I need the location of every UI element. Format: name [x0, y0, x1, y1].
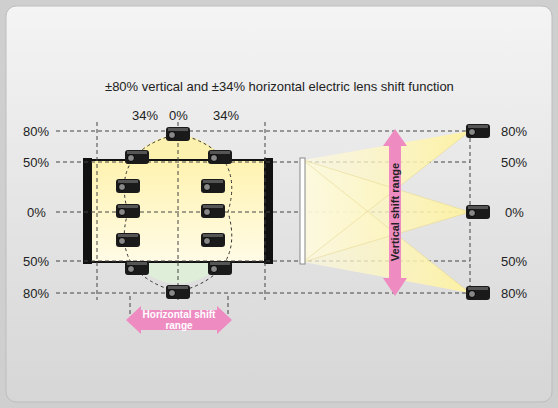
projector-top [468, 125, 488, 128]
projector-top [203, 205, 223, 208]
projector-icon [208, 150, 232, 164]
vertical-percent: 50% [501, 254, 527, 269]
horizontal-percent: 34% [132, 108, 158, 123]
projector-top [168, 128, 188, 131]
projector-top [127, 262, 147, 265]
projector-lens [204, 238, 211, 245]
projector-lens [119, 238, 126, 245]
vertical-percent: 50% [23, 155, 49, 170]
projector-lens [128, 266, 135, 273]
projector-top [468, 287, 488, 290]
vertical-percent: 80% [501, 286, 527, 301]
projector-lens [204, 209, 211, 216]
shift-range-arrow: Vertical shift range [389, 148, 401, 276]
title: ±80% vertical and ±34% horizontal electr… [105, 79, 454, 94]
projector-icon [116, 204, 140, 218]
shift-range-arrow: Horizontal shift range [141, 309, 217, 331]
projector-icon [201, 204, 225, 218]
projector-icon [166, 127, 190, 141]
projector-top [127, 151, 147, 154]
projector-icon [201, 179, 225, 193]
projector-lens [211, 155, 218, 162]
projector-icon [116, 179, 140, 193]
horizontal-percent: 34% [213, 108, 239, 123]
projector-icon [201, 233, 225, 247]
projector-icon [208, 261, 232, 275]
projector-lens [211, 266, 218, 273]
vertical-percent: 50% [23, 254, 49, 269]
vertical-percent: 80% [23, 124, 49, 139]
projector-top [210, 262, 230, 265]
projector-lens [128, 155, 135, 162]
projector-icon [466, 124, 490, 138]
projector-top [118, 234, 138, 237]
projector-lens [169, 290, 176, 297]
projector-icon [466, 286, 490, 300]
projector-icon [125, 150, 149, 164]
projector-lens [469, 129, 476, 136]
projector-top [118, 180, 138, 183]
vertical-percent: 0% [505, 205, 524, 220]
arrow-label: Horizontal shift range [141, 309, 217, 331]
vertical-percent: 80% [501, 124, 527, 139]
projector-top [118, 205, 138, 208]
projector-icon [125, 261, 149, 275]
projector-top [210, 151, 230, 154]
projector-top [168, 286, 188, 289]
projector-lens [469, 291, 476, 298]
horizontal-percent: 0% [169, 108, 188, 123]
arrow-label: Vertical shift range [389, 163, 401, 261]
projector-top [203, 180, 223, 183]
projector-lens [119, 209, 126, 216]
projector-icon [166, 285, 190, 299]
projector-icon [116, 233, 140, 247]
projector-top [468, 206, 488, 209]
projector-lens [469, 210, 476, 217]
projector-lens [169, 132, 176, 139]
projector-icon [466, 205, 490, 219]
vertical-percent: 0% [27, 205, 46, 220]
projector-lens [119, 184, 126, 191]
projector-lens [204, 184, 211, 191]
vertical-percent: 80% [23, 286, 49, 301]
projector-top [203, 234, 223, 237]
vertical-percent: 50% [501, 155, 527, 170]
